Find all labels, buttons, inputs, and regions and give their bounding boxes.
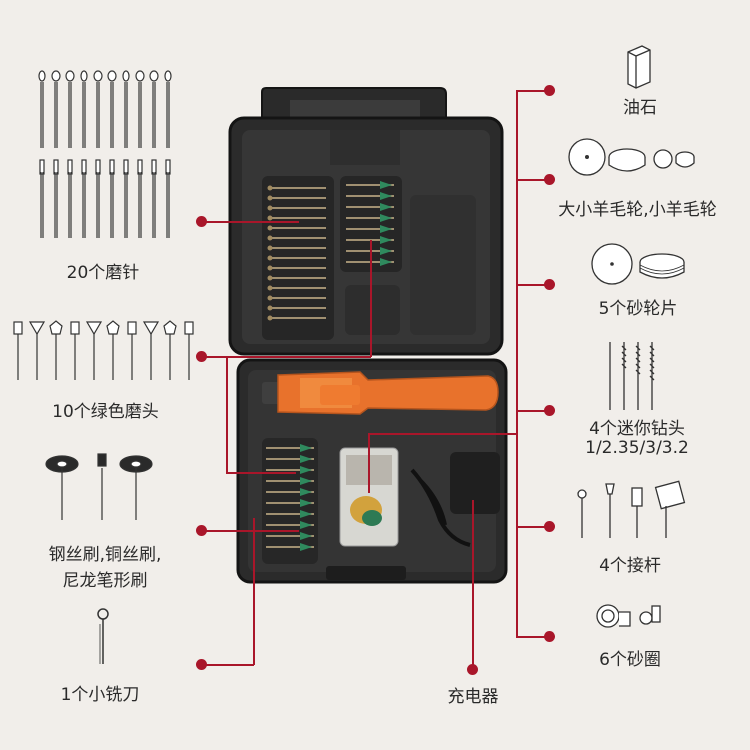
- needles-label: 20个磨针: [66, 263, 140, 283]
- cut-discs-marker-dot[interactable]: [544, 279, 555, 290]
- oilstone-leader-line: [516, 90, 546, 92]
- cutter-illustration: [97, 608, 109, 664]
- green-heads-label: 10个绿色磨头: [52, 402, 159, 422]
- felt-wheels-leader-line: [516, 179, 546, 181]
- drill-bits-marker-dot[interactable]: [544, 405, 555, 416]
- brushes-label-line2: 尼龙笔形刷: [62, 571, 148, 591]
- brushes-leader-line: [201, 530, 299, 532]
- sand-rings-illustration: [596, 604, 661, 628]
- cutter-leader-line: [201, 664, 254, 666]
- cut-discs-leader-line: [516, 284, 546, 286]
- mandrels-marker-dot[interactable]: [544, 521, 555, 532]
- brushes-label-line1: 钢丝刷,铜丝刷,: [48, 545, 162, 565]
- needles-illustration: [38, 70, 172, 238]
- cutter-leader-vertical: [253, 518, 255, 665]
- oilstone-marker-dot[interactable]: [544, 85, 555, 96]
- oilstone-illustration: [627, 45, 651, 89]
- drill-bits-leader-line: [516, 410, 546, 412]
- brushes-illustration: [45, 453, 153, 520]
- felt-wheels-marker-dot[interactable]: [544, 174, 555, 185]
- felt-wheels-label: 大小羊毛轮,小羊毛轮: [558, 200, 717, 220]
- felt-wheels-illustration: [568, 138, 695, 176]
- drill-bits-leader-inner: [368, 433, 517, 435]
- drill-bits-label-line2: 1/2.35/3/3.2: [585, 438, 689, 458]
- charger-label: 充电器: [447, 687, 499, 707]
- sand-rings-marker-dot[interactable]: [544, 631, 555, 642]
- mandrels-leader-line: [516, 526, 546, 528]
- needles-leader-line: [201, 221, 299, 223]
- oilstone-label: 油石: [623, 98, 657, 118]
- sand-rings-leader-line: [516, 636, 546, 638]
- lower-bits-leader-vertical: [226, 356, 228, 473]
- lower-bits-leader-line: [226, 472, 296, 474]
- green-heads-illustration: [13, 320, 194, 380]
- drill-bits-illustration: [609, 342, 655, 410]
- charger-leader-vertical: [472, 500, 474, 668]
- drill-bits-label-line1: 4个迷你钻头: [589, 419, 685, 439]
- cut-discs-illustration: [591, 243, 685, 285]
- drill-bits-leader-inner-vertical: [368, 433, 370, 493]
- charger-marker-dot[interactable]: [467, 664, 478, 675]
- right-leader-trunk: [516, 90, 518, 636]
- sand-rings-label: 6个砂圈: [599, 650, 661, 670]
- mandrels-label: 4个接杆: [599, 556, 661, 576]
- green-heads-leader-line: [201, 356, 371, 358]
- cut-discs-label: 5个砂轮片: [598, 299, 678, 319]
- green-heads-leader-vertical: [370, 240, 372, 357]
- mandrels-illustration: [577, 480, 686, 538]
- cutter-label: 1个小铣刀: [60, 685, 140, 705]
